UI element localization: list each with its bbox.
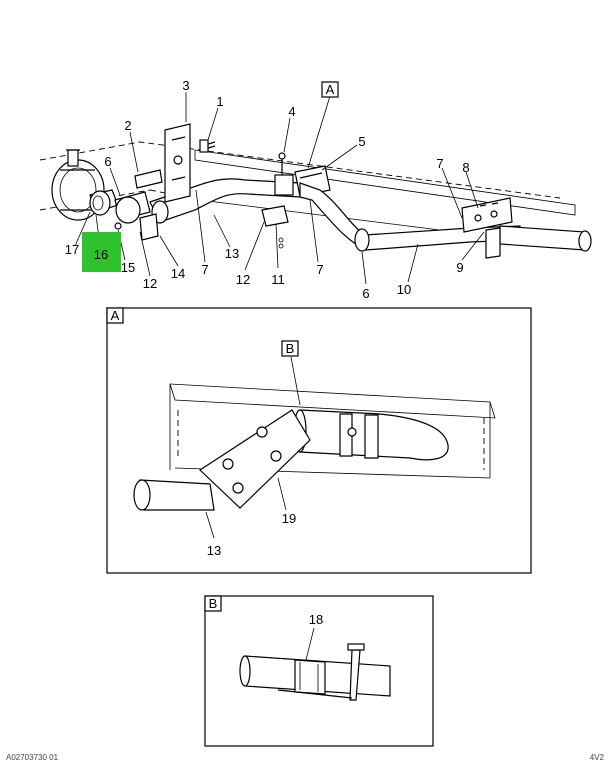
callout-18: 18 (309, 612, 323, 627)
callout-5: 5 (358, 134, 365, 149)
callout-14: 14 (171, 266, 185, 281)
callout-3: 3 (182, 78, 189, 93)
callout-9: 9 (456, 260, 463, 275)
highlighted-part-box[interactable] (82, 232, 121, 272)
detail-a-b-marker: B (286, 341, 295, 356)
footer-left-code: A02703730 01 (6, 753, 59, 761)
callout-15: 15 (121, 260, 135, 275)
detail-a-label: A (111, 308, 120, 323)
detail-b-label: B (209, 596, 218, 611)
callout-7-mid: 7 (316, 262, 323, 277)
footer-right-code: 4V2 (590, 753, 605, 761)
main-assembly-drawing (39, 123, 592, 259)
detail-a-panel: A B 19 13 (106, 307, 532, 574)
callout-12-left: 12 (143, 276, 157, 291)
callout-8: 8 (462, 160, 469, 175)
view-a-label: A (326, 82, 335, 97)
callout-11: 11 (271, 272, 285, 287)
callout-7-left: 7 (201, 262, 208, 277)
callout-7-right: 7 (436, 156, 443, 171)
callout-12-right: 12 (236, 272, 250, 287)
callout-19: 19 (282, 511, 296, 526)
callout-6-left: 6 (104, 154, 111, 169)
callout-4: 4 (288, 104, 295, 119)
callout-1: 1 (216, 94, 223, 109)
callout-10: 10 (397, 282, 411, 297)
leader-lines (74, 92, 485, 285)
callout-17: 17 (65, 242, 79, 257)
callout-13-detail: 13 (207, 543, 221, 558)
callout-13-top: 13 (225, 246, 239, 261)
callout-2: 2 (124, 118, 131, 133)
callout-6-right: 6 (362, 286, 369, 301)
callout-numbers-top: 1 2 3 4 5 6 6 7 7 7 8 9 10 11 12 12 13 1… (65, 78, 470, 301)
callout-16[interactable]: 16 (94, 247, 108, 262)
detail-b-panel: B 18 (204, 595, 434, 747)
view-a-marker (321, 81, 339, 98)
